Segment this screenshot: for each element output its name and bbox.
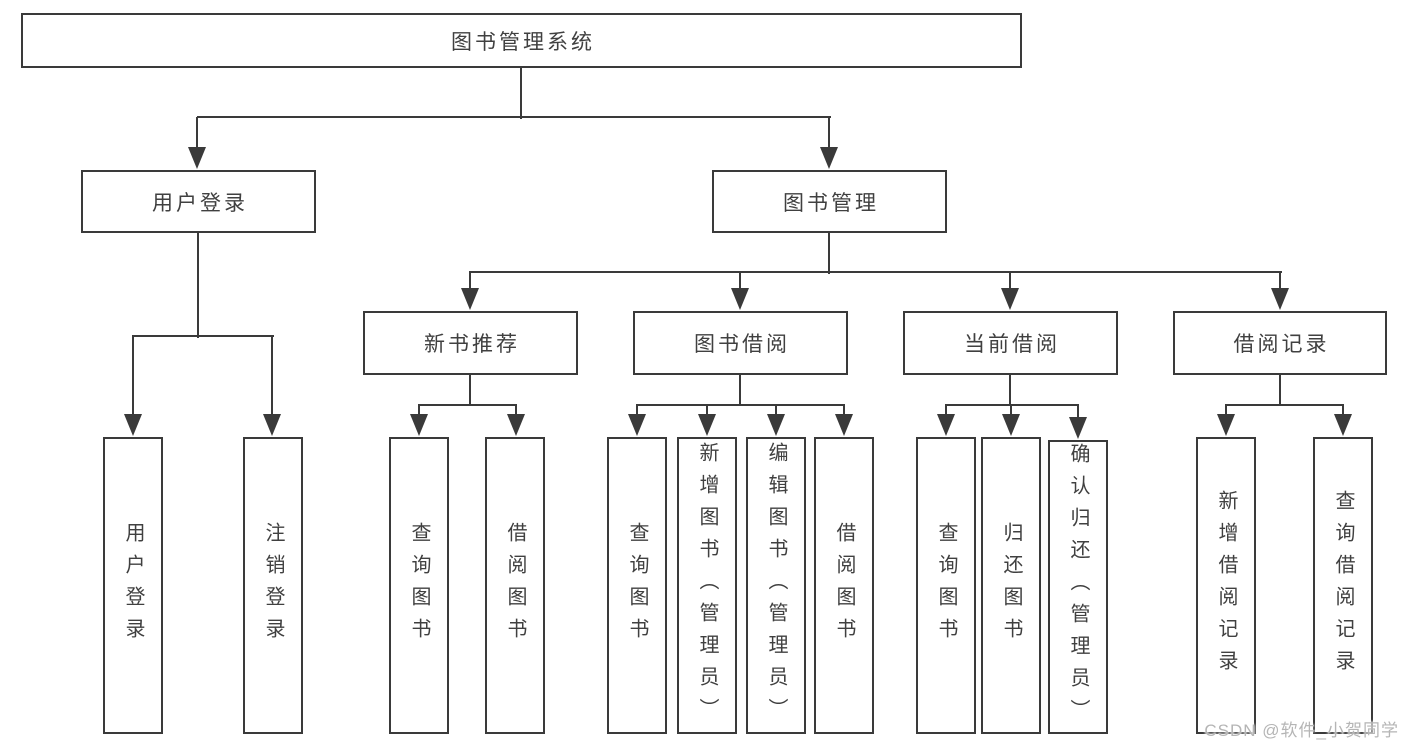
connector-line-vertical <box>515 405 517 416</box>
node-label: 归还图书 <box>1000 521 1022 650</box>
arrowhead-down-icon <box>731 288 749 310</box>
node-label: 查询图书 <box>408 521 430 650</box>
node-leaf-logout: 注销登录 <box>243 437 303 734</box>
node-label: 新增图书（管理员） <box>696 441 718 730</box>
node-leaf-query-books-2: 查询图书 <box>607 437 667 734</box>
node-leaf-borrow-books-2: 借阅图书 <box>814 437 874 734</box>
node-label: 查询借阅记录 <box>1332 489 1354 682</box>
connector-line-vertical <box>132 336 134 416</box>
connector-line-vertical <box>843 405 845 416</box>
arrowhead-down-icon <box>1069 417 1087 439</box>
node-label: 借阅图书 <box>504 521 526 650</box>
connector-line-vertical <box>1342 405 1344 416</box>
arrowhead-down-icon <box>820 147 838 169</box>
node-book-borrowing: 图书借阅 <box>633 311 848 375</box>
node-label: 查询图书 <box>626 521 648 650</box>
node-label: 用户登录 <box>122 521 144 650</box>
connector-line-vertical <box>1010 405 1012 416</box>
connector-line-vertical <box>418 405 420 416</box>
connector-line-vertical <box>828 117 830 151</box>
node-label: 确认归还（管理员） <box>1067 443 1089 731</box>
connector-line-vertical <box>739 375 741 406</box>
arrowhead-down-icon <box>263 414 281 436</box>
node-book-management: 图书管理 <box>712 170 947 233</box>
connector-line-vertical <box>469 375 471 406</box>
arrowhead-down-icon <box>937 414 955 436</box>
node-user-login: 用户登录 <box>81 170 316 233</box>
node-label: 新增借阅记录 <box>1215 489 1237 682</box>
connector-line-vertical <box>1279 272 1281 290</box>
node-label: 编辑图书（管理员） <box>765 441 787 730</box>
node-leaf-query-books-3: 查询图书 <box>916 437 976 734</box>
connector-line-horizontal <box>636 404 845 406</box>
connector-line-vertical <box>196 117 198 151</box>
node-label: 图书管理 <box>783 191 879 215</box>
arrowhead-down-icon <box>1271 288 1289 310</box>
arrowhead-down-icon <box>1217 414 1235 436</box>
node-new-book-recommend: 新书推荐 <box>363 311 578 375</box>
node-label: 用户登录 <box>152 191 248 215</box>
node-borrowing-records: 借阅记录 <box>1173 311 1387 375</box>
arrowhead-down-icon <box>410 414 428 436</box>
connector-line-vertical <box>1225 405 1227 416</box>
node-label: 图书管理系统 <box>451 30 595 54</box>
arrowhead-down-icon <box>124 414 142 436</box>
node-leaf-add-borrow-record: 新增借阅记录 <box>1196 437 1256 734</box>
node-label: 注销登录 <box>262 521 284 650</box>
connector-line-vertical <box>945 405 947 416</box>
connector-line-horizontal <box>469 271 1282 273</box>
arrowhead-down-icon <box>1002 414 1020 436</box>
connector-line-horizontal <box>945 404 1079 406</box>
connector-line-vertical <box>739 272 741 290</box>
csdn-watermark: CSDN @软件_小贺同学 <box>1204 721 1399 740</box>
arrowhead-down-icon <box>1334 414 1352 436</box>
node-leaf-borrow-books-1: 借阅图书 <box>485 437 545 734</box>
node-leaf-query-books-1: 查询图书 <box>389 437 449 734</box>
arrowhead-down-icon <box>1001 288 1019 310</box>
arrowhead-down-icon <box>835 414 853 436</box>
connector-line-horizontal <box>1225 404 1344 406</box>
node-label: 借阅记录 <box>1233 333 1330 356</box>
connector-line-vertical <box>775 405 777 416</box>
node-leaf-add-books-admin: 新增图书（管理员） <box>677 437 737 734</box>
arrowhead-down-icon <box>698 414 716 436</box>
arrowhead-down-icon <box>507 414 525 436</box>
arrowhead-down-icon <box>188 147 206 169</box>
connector-line-vertical <box>271 336 273 416</box>
node-label: 新书推荐 <box>424 333 520 356</box>
node-current-borrowing: 当前借阅 <box>903 311 1118 375</box>
connector-line-horizontal <box>418 404 517 406</box>
node-label: 查询图书 <box>935 521 957 650</box>
node-leaf-user-login: 用户登录 <box>103 437 163 734</box>
connector-line-vertical <box>1009 272 1011 290</box>
node-label: 借阅图书 <box>833 521 855 650</box>
node-leaf-query-borrow-record: 查询借阅记录 <box>1313 437 1373 734</box>
connector-line-vertical <box>469 272 471 290</box>
connector-line-vertical <box>636 405 638 416</box>
node-label: 图书借阅 <box>694 333 790 356</box>
node-leaf-edit-books-admin: 编辑图书（管理员） <box>746 437 806 734</box>
arrowhead-down-icon <box>461 288 479 310</box>
arrowhead-down-icon <box>767 414 785 436</box>
connector-line-vertical <box>706 405 708 416</box>
node-leaf-return-books: 归还图书 <box>981 437 1041 734</box>
connector-line-horizontal <box>132 335 274 337</box>
connector-line-vertical <box>197 233 199 338</box>
node-root: 图书管理系统 <box>21 13 1022 68</box>
arrowhead-down-icon <box>628 414 646 436</box>
node-leaf-confirm-return-admin: 确认归还（管理员） <box>1048 440 1108 734</box>
connector-line-vertical <box>520 68 522 119</box>
connector-line-vertical <box>1009 375 1011 406</box>
connector-line-vertical <box>1279 375 1281 406</box>
connector-line-horizontal <box>197 116 831 118</box>
node-label: 当前借阅 <box>964 333 1060 356</box>
connector-line-vertical <box>828 233 830 274</box>
connector-line-vertical <box>1077 405 1079 419</box>
